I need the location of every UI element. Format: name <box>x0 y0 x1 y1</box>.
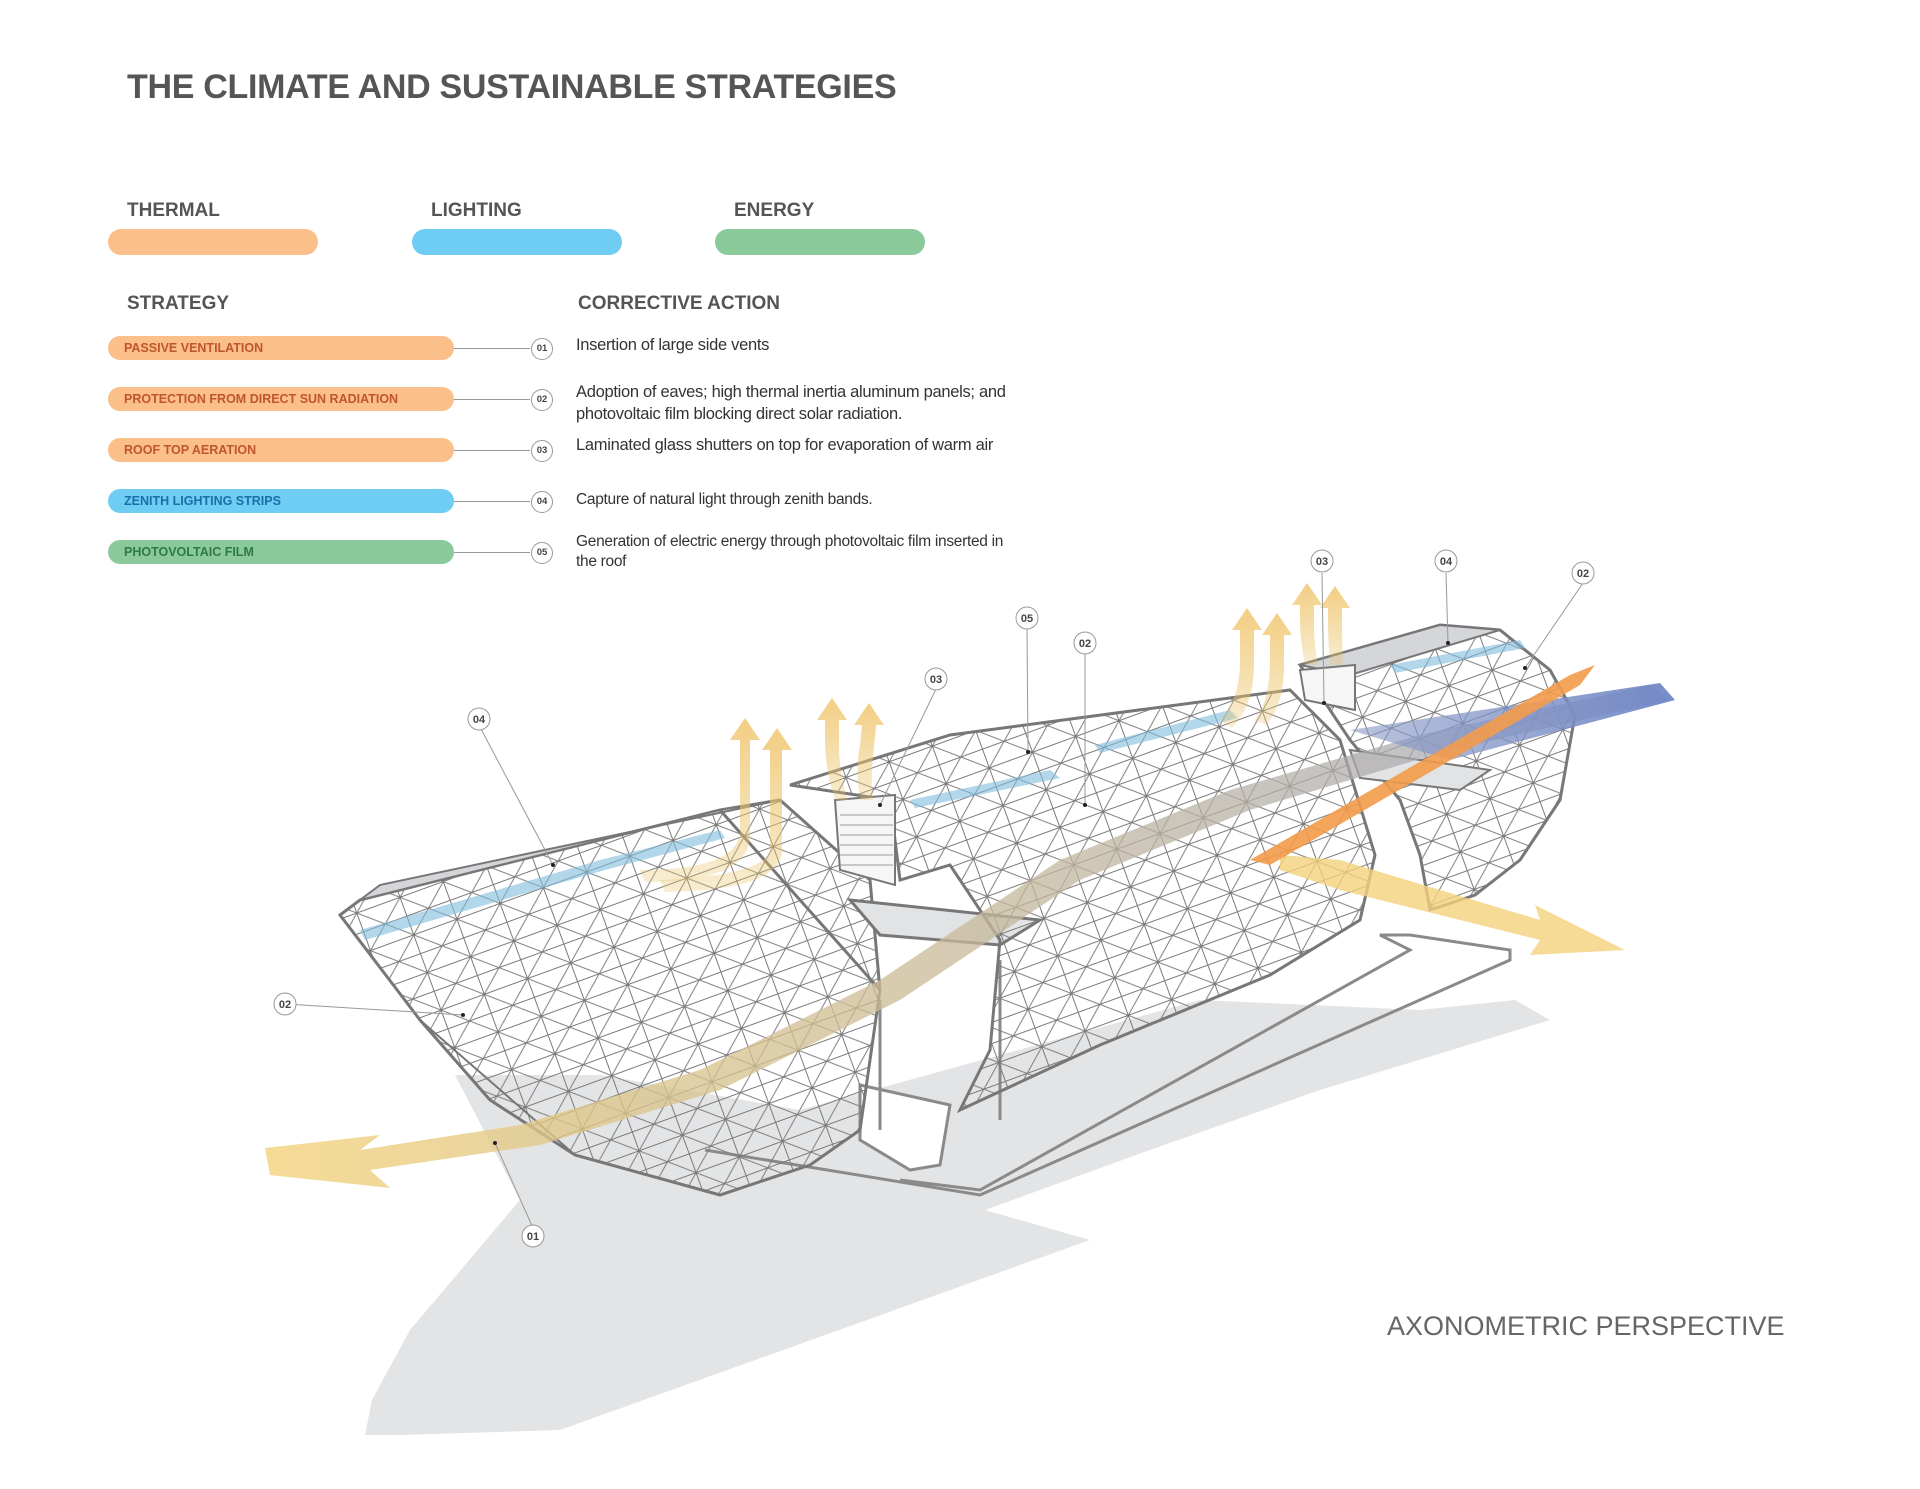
callout-label: 04 <box>1440 556 1453 568</box>
corrective-action-text: Insertion of large side vents <box>576 336 770 354</box>
strategy-row: PASSIVE VENTILATION 01 Insertion of larg… <box>0 336 1920 366</box>
zenith-strip <box>910 770 1060 808</box>
view-caption: AXONOMETRIC PERSPECTIVE <box>1387 1311 1785 1341</box>
callout-label: 02 <box>1079 638 1091 650</box>
page-title: THE CLIMATE AND SUSTAINABLE STRATEGIES <box>127 68 897 106</box>
strategy-pill-sun-protection: PROTECTION FROM DIRECT SUN RADIATION <box>108 387 454 411</box>
rising-warm-air-arrows <box>640 583 1350 892</box>
legend-lighting-label: LIGHTING <box>431 200 522 221</box>
strategy-number: 04 <box>531 491 553 513</box>
callout-label: 01 <box>527 1231 539 1243</box>
corrective-action-text: Capture of natural light through zenith … <box>576 491 873 508</box>
legend-energy-bar <box>715 229 925 255</box>
sun-radiation-arrow <box>1250 665 1595 865</box>
strategy-number: 05 <box>531 542 553 564</box>
leader-line <box>454 501 530 502</box>
leader-line <box>454 348 530 349</box>
strategy-row: PHOTOVOLTAIC FILM 05 Generation of elect… <box>0 533 1920 570</box>
warm-air-flow-arrow <box>1280 855 1625 955</box>
legend-thermal-bar <box>108 229 318 255</box>
strategy-pill-roof-top-aeration: ROOF TOP AERATION <box>108 438 454 462</box>
callout-label: 05 <box>1021 613 1033 625</box>
leader-line <box>454 399 530 400</box>
callout-label: 04 <box>473 714 486 726</box>
legend-energy-label: ENERGY <box>734 200 815 221</box>
base-platform <box>704 933 1512 1197</box>
corrective-action-header: CORRECTIVE ACTION <box>578 293 780 314</box>
legend-thermal-label: THERMAL <box>127 200 220 221</box>
callout-leaders <box>285 572 1584 1229</box>
callout-bubbles: 04 02 03 05 02 03 04 02 01 <box>273 549 1595 1248</box>
corrective-action-text: Generation of electric energy through ph… <box>576 533 1004 570</box>
ventilation-flow-arrow <box>265 685 1670 1188</box>
callout-label: 02 <box>279 999 291 1011</box>
callout-label: 03 <box>930 674 942 686</box>
strategy-row: PROTECTION FROM DIRECT SUN RADIATION 02 … <box>0 383 1920 423</box>
callout-dots <box>461 641 1527 1145</box>
zenith-strip <box>1390 640 1525 673</box>
callout-label: 03 <box>1316 556 1328 568</box>
strategy-number: 03 <box>531 440 553 462</box>
strategy-pill-passive-ventilation: PASSIVE VENTILATION <box>108 336 454 360</box>
leader-line <box>454 552 530 553</box>
strategy-pill-zenith-lighting: ZENITH LIGHTING STRIPS <box>108 489 454 513</box>
strategy-row: ZENITH LIGHTING STRIPS 04 Capture of nat… <box>0 489 1920 519</box>
corrective-action-text: Adoption of eaves; high thermal inertia … <box>576 383 1006 423</box>
leader-line <box>454 450 530 451</box>
strategy-number: 01 <box>531 338 553 360</box>
legend-lighting-bar <box>412 229 622 255</box>
corrective-action-text: Laminated glass shutters on top for evap… <box>576 436 994 454</box>
zenith-strip <box>1095 710 1238 753</box>
strategy-header: STRATEGY <box>127 293 230 314</box>
strategy-pill-photovoltaic-film: PHOTOVOLTAIC FILM <box>108 540 454 564</box>
callout-label: 02 <box>1577 568 1589 580</box>
zenith-strip <box>360 830 725 940</box>
strategy-row: ROOF TOP AERATION 03 Laminated glass shu… <box>0 436 1920 468</box>
strategy-number: 02 <box>531 389 553 411</box>
